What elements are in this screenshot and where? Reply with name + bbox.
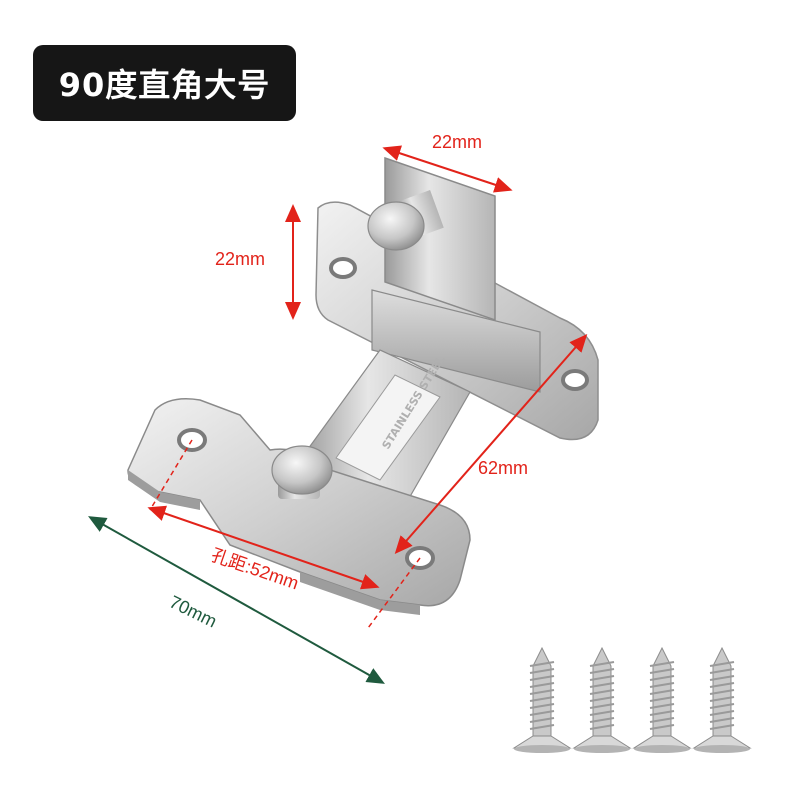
label-overall: 70mm (166, 592, 220, 632)
title-badge: 90度直角大号 (33, 45, 296, 121)
dim-overall-line (88, 516, 385, 684)
upper-left-hole (329, 257, 357, 279)
front-knob (271, 445, 333, 495)
top-knob (367, 201, 425, 251)
title-text: 90度直角大号 (58, 66, 271, 104)
screw-icon (512, 646, 572, 753)
label-top-width: 22mm (432, 132, 482, 152)
screw-icon (692, 646, 752, 753)
dim-top-width-line (382, 145, 513, 193)
screw-icon (572, 646, 632, 753)
dim-length-line (394, 333, 588, 555)
upper-right-hole (561, 369, 589, 391)
label-length: 62mm (478, 458, 528, 478)
label-left-height: 22mm (215, 249, 265, 269)
screws (512, 646, 752, 753)
screw-icon (632, 646, 692, 753)
dimension-lines (88, 145, 588, 684)
